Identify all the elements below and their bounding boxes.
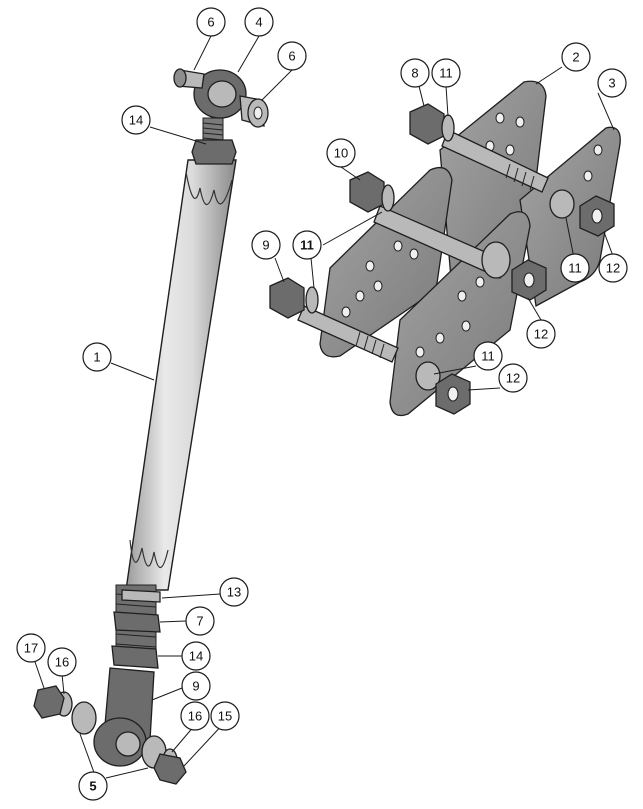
svg-text:12: 12 [534, 327, 548, 342]
callout-12-lower: 12 [498, 363, 528, 393]
svg-text:17: 17 [24, 641, 38, 656]
callout-2: 2 [561, 42, 591, 72]
callout-12-right: 12 [598, 253, 628, 283]
svg-text:16: 16 [188, 709, 202, 724]
svg-text:9: 9 [262, 238, 269, 253]
washer-right-upper [549, 189, 575, 219]
top-jam-nut [191, 139, 237, 165]
callout-16-left: 16 [47, 647, 77, 677]
svg-text:13: 13 [227, 585, 241, 600]
callout-11-upper: 11 [431, 58, 461, 88]
callout-7: 7 [185, 606, 215, 636]
callout-9-lower: 9 [251, 230, 281, 260]
bolt-lower [297, 305, 399, 363]
washer-right-lower [415, 361, 441, 391]
svg-text:5: 5 [89, 779, 96, 794]
svg-text:4: 4 [255, 15, 262, 30]
callout-11-right: 11 [560, 253, 590, 283]
callout-6-top-right: 6 [277, 41, 307, 71]
callout-17: 17 [16, 633, 46, 663]
bolt-upper [441, 129, 549, 193]
svg-text:14: 14 [129, 113, 143, 128]
bolt-middle [373, 205, 509, 279]
svg-text:12: 12 [606, 261, 620, 276]
tube-weld-bottom [129, 539, 169, 569]
svg-text:8: 8 [411, 66, 418, 81]
svg-text:10: 10 [334, 146, 348, 161]
svg-text:9: 9 [192, 679, 199, 694]
callout-14-bottom: 14 [181, 641, 211, 671]
callout-9-upper: 8 [400, 58, 430, 88]
link-rod-assembly [33, 68, 269, 785]
bolt-head-middle [349, 171, 385, 213]
svg-text:12: 12 [506, 371, 520, 386]
svg-text:11: 11 [568, 261, 582, 276]
svg-text:16: 16 [55, 655, 69, 670]
svg-text:14: 14 [189, 649, 203, 664]
nut-right-upper-hole [591, 208, 603, 224]
lower-bolt-right [153, 753, 187, 785]
washer-upper [441, 114, 455, 142]
svg-text:7: 7 [196, 614, 203, 629]
lower-nut-left [33, 685, 65, 719]
callout-12-middle: 12 [526, 319, 556, 349]
callout-11-bold: 11 [292, 230, 322, 260]
svg-text:11: 11 [481, 349, 495, 364]
callout-8: 9 [181, 671, 211, 701]
callout-bubbles: 6 4 6 14 1 8 11 2 3 10 9 11 11 12 12 11 … [16, 7, 628, 801]
lower-collar [121, 589, 161, 603]
svg-text:1: 1 [93, 350, 100, 365]
top-spacer-left-face [173, 68, 187, 88]
adjuster-nut [113, 611, 161, 633]
top-rod-end-ball [207, 80, 237, 108]
bolt-head-upper [409, 103, 445, 145]
lower-jam-nut [111, 645, 159, 669]
callout-3: 3 [597, 68, 627, 98]
tube-weld-top [185, 171, 233, 206]
svg-text:11: 11 [439, 66, 453, 81]
svg-text:2: 2 [572, 50, 579, 65]
svg-text:11: 11 [300, 238, 314, 253]
top-spacer-right-hole [253, 106, 263, 120]
callout-11-lower: 11 [473, 341, 503, 371]
leader-lines [33, 35, 615, 779]
washer-middle [381, 184, 395, 212]
callout-16-right: 16 [180, 701, 210, 731]
callout-13: 13 [219, 577, 249, 607]
bracket-assembly [269, 80, 621, 417]
bolt-head-lower [269, 277, 305, 319]
callout-4: 4 [244, 7, 274, 37]
nut-middle-hole [523, 272, 535, 288]
svg-text:6: 6 [288, 49, 295, 64]
callout-10: 10 [326, 138, 356, 168]
callout-1: 1 [82, 342, 112, 372]
svg-text:3: 3 [608, 76, 615, 91]
callout-5: 5 [78, 771, 108, 801]
svg-text:15: 15 [218, 709, 232, 724]
callout-14-top: 14 [121, 105, 151, 135]
bolt-threads [355, 163, 535, 359]
washer-lower [305, 286, 319, 314]
lower-spacer-left [71, 701, 97, 735]
callout-6-top-left: 6 [196, 7, 226, 37]
svg-text:6: 6 [207, 15, 214, 30]
lower-rod-end-ball [115, 731, 141, 757]
nut-lower-hole [447, 386, 459, 402]
bushing-center [481, 241, 511, 279]
callout-15: 15 [210, 701, 240, 731]
